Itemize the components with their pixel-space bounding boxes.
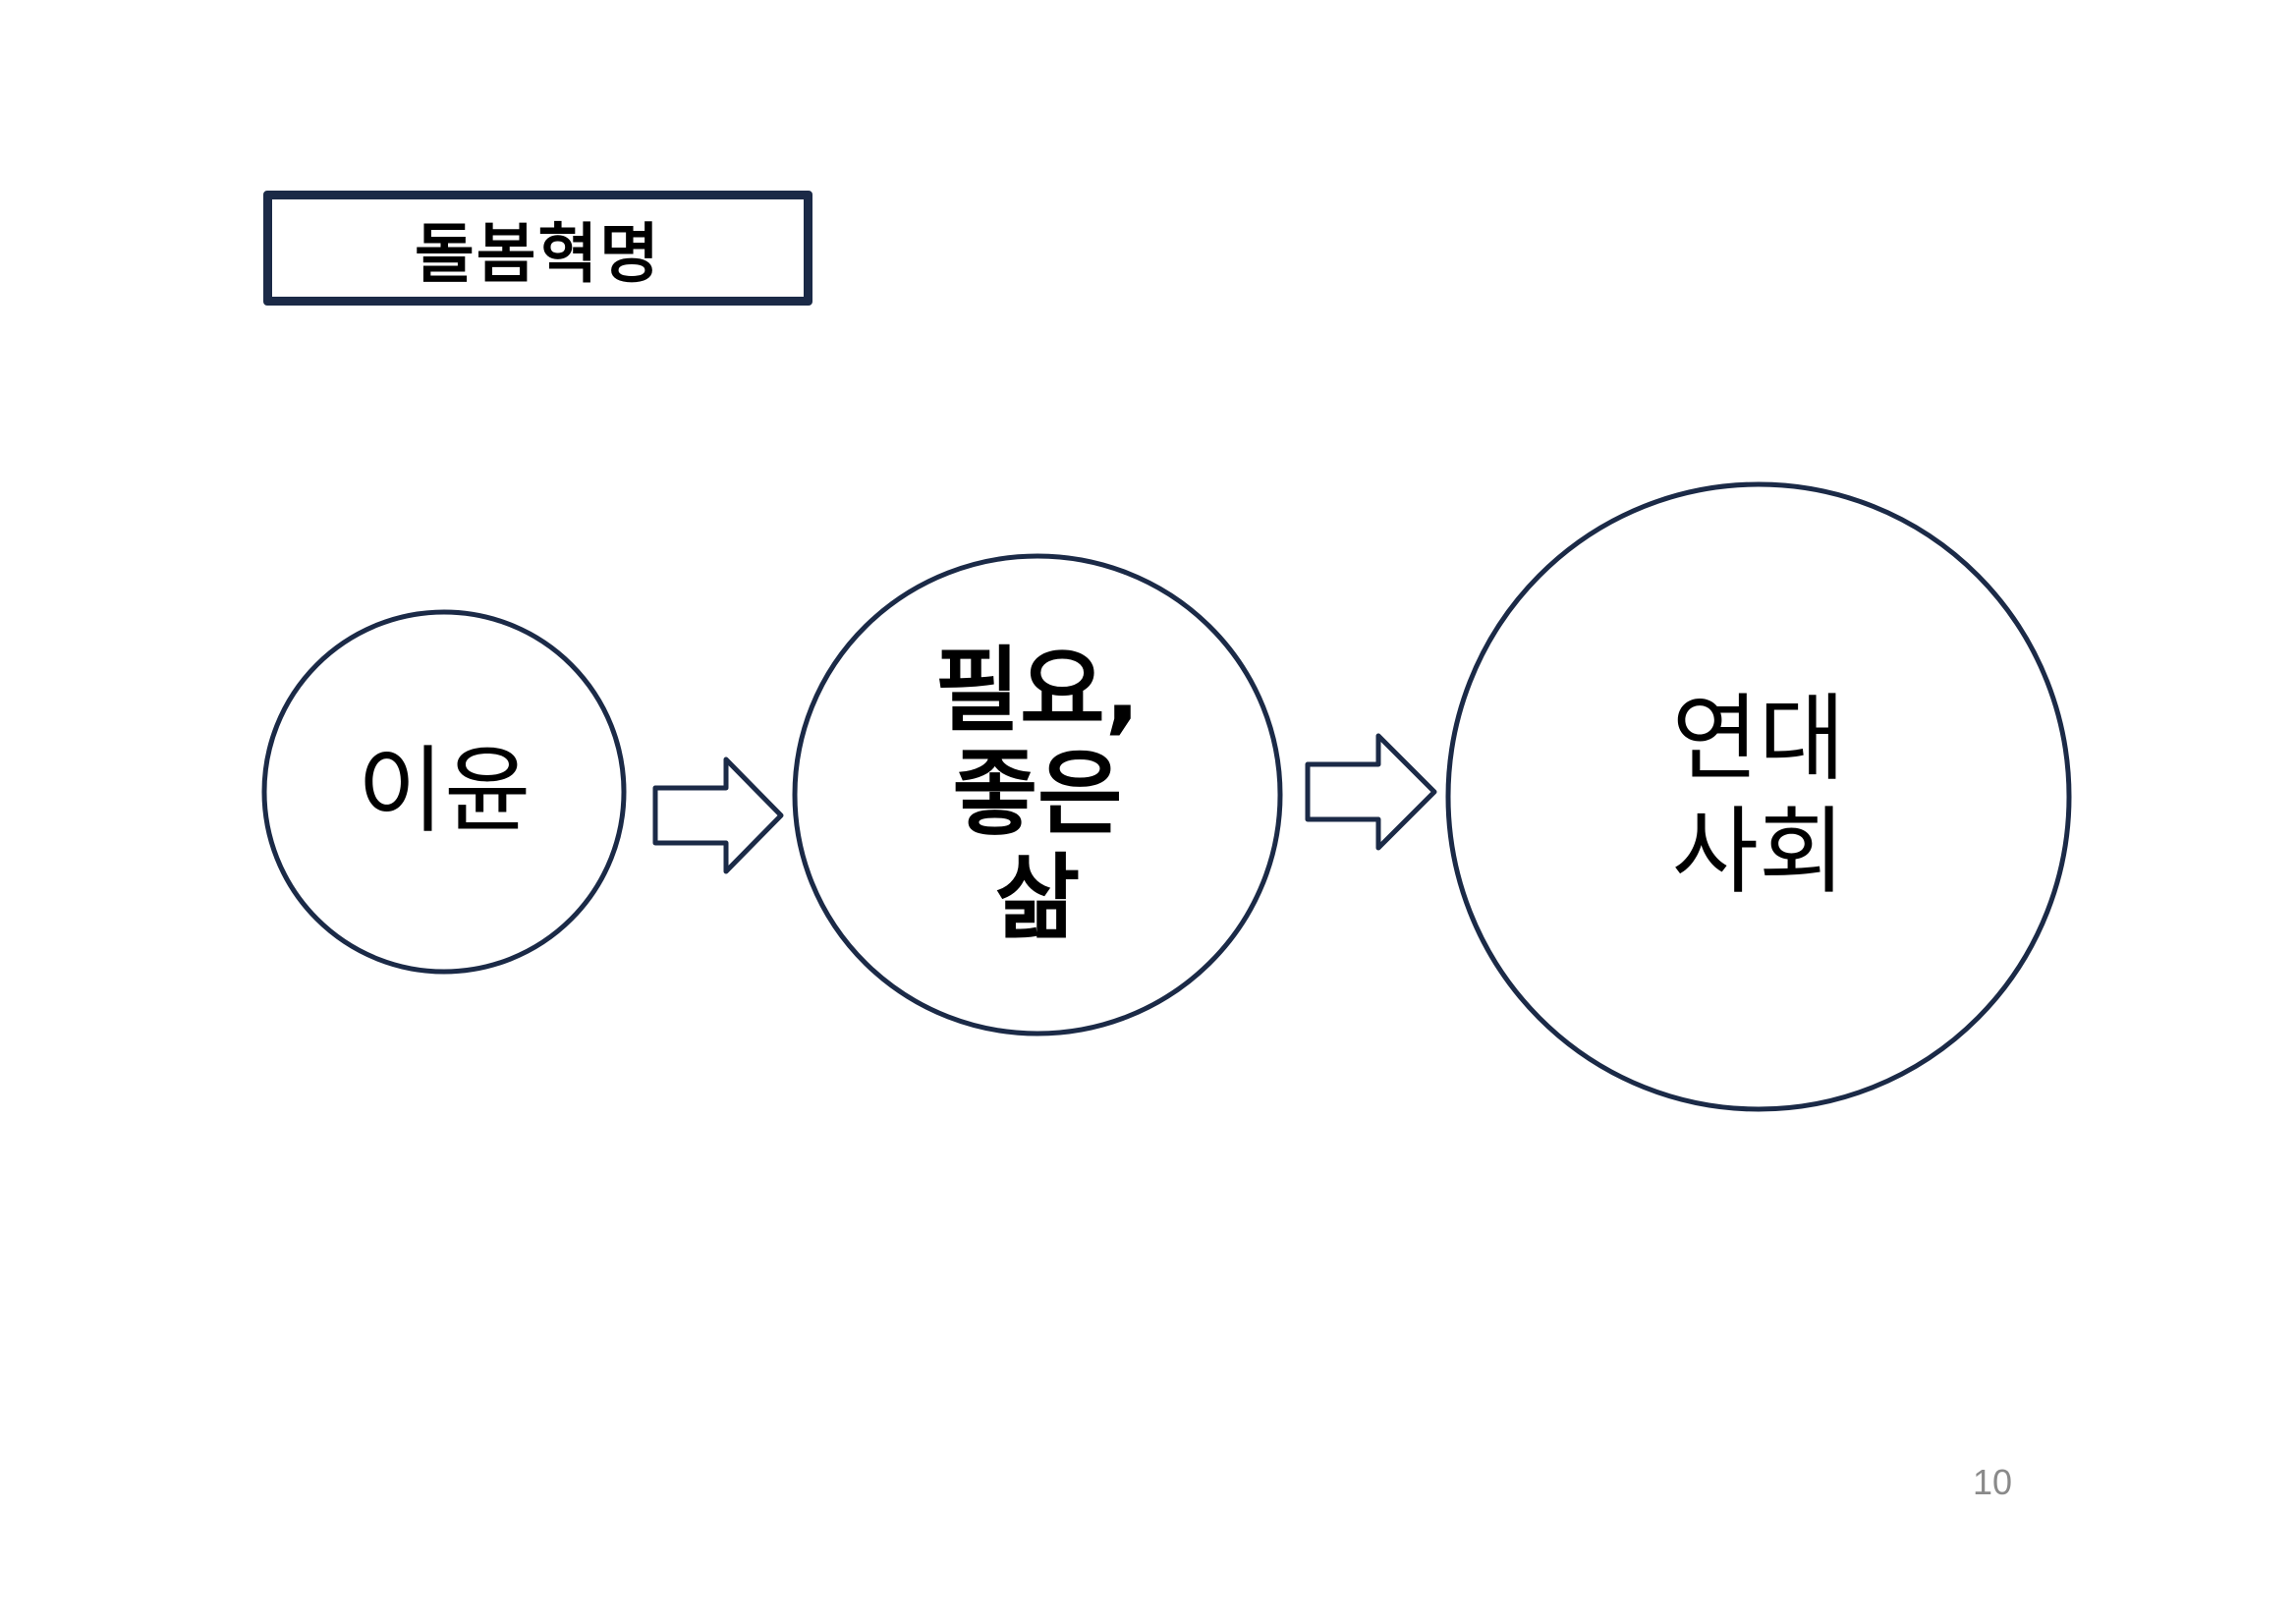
title-box: 돌봄혁명 — [263, 191, 812, 306]
slide-title: 돌봄혁명 — [415, 215, 661, 292]
arrow-right-icon — [652, 756, 784, 874]
node-label-profit: 이윤 — [357, 736, 532, 847]
node-label-needs: 필요, 좋은 삶 — [934, 638, 1141, 952]
circle-needs-good-life — [792, 553, 1283, 1036]
circle-profit — [261, 609, 627, 975]
arrow-right-icon — [1305, 733, 1437, 851]
page-number: 10 — [1973, 1462, 2013, 1502]
node-label-solidarity: 연대 사회 — [1671, 683, 1846, 907]
circle-solidarity-society — [1445, 481, 2072, 1112]
